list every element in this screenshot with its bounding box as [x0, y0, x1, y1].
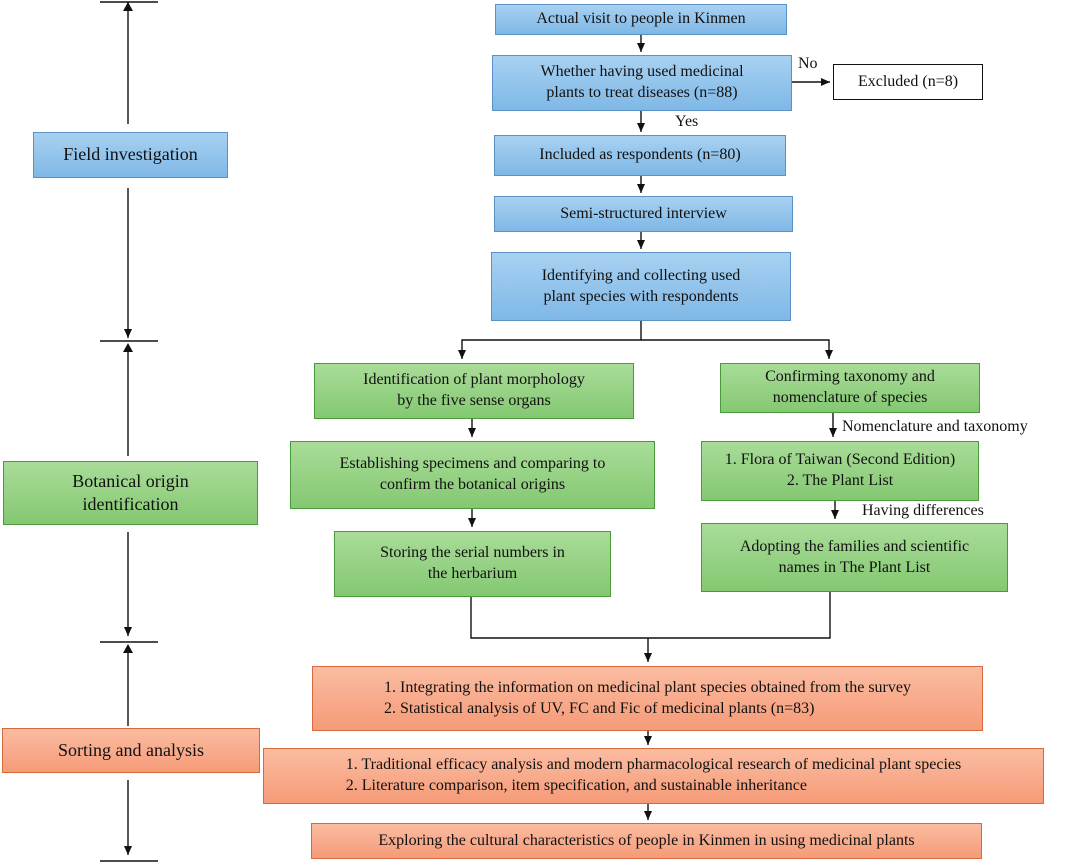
- step-integrating-text-1: 1. Integrating the information on medici…: [384, 678, 911, 696]
- step-traditional-inner: 1. Traditional efficacy analysis and mod…: [346, 755, 962, 797]
- step-morphology-text-2: by the five sense organs: [397, 392, 551, 409]
- step-specimens-text-2: confirm the botanical origins: [379, 476, 566, 493]
- step-integrating-statistical: 1. Integrating the information on medici…: [312, 666, 983, 731]
- step-identifying-text-1: Identifying and collecting used: [541, 266, 741, 284]
- step-confirming-taxonomy: Confirming taxonomy and nomenclature of …: [720, 363, 980, 413]
- label-nomenclature-taxonomy: Nomenclature and taxonomy: [842, 418, 1028, 435]
- step-identifying-text-2: plant species with respondents: [543, 287, 739, 305]
- stage-botanical-label-2: identification: [82, 494, 179, 514]
- label-having-differences: Having differences: [862, 502, 984, 519]
- step-excluded-text: Excluded (n=8): [857, 72, 959, 90]
- step-storing-text-1: Storing the serial numbers in: [380, 544, 565, 562]
- step-traditional-text-2: 2. Literature comparison, item specifica…: [345, 777, 807, 794]
- stage-field-investigation: Field investigation: [33, 132, 228, 178]
- step-morphology-text-1: Identification of plant morphology: [363, 371, 585, 389]
- step-specimens-text-1: Establishing specimens and comparing to: [339, 455, 606, 473]
- step-establishing-specimens: Establishing specimens and comparing to …: [290, 441, 655, 509]
- step-adopting-text-1: Adopting the families and scientific: [739, 537, 970, 555]
- stage-field-label: Field investigation: [63, 144, 198, 165]
- step-included: Included as respondents (n=80): [494, 135, 786, 176]
- step-exploring-text: Exploring the cultural characteristics o…: [378, 831, 915, 849]
- step-semi-structured-interview: Semi-structured interview: [494, 196, 793, 232]
- step-exploring-cultural: Exploring the cultural characteristics o…: [311, 823, 982, 859]
- step-flora-text-1: 1. Flora of Taiwan (Second Edition): [724, 451, 956, 469]
- step-whether-text-1: Whether having used medicinal: [540, 63, 744, 81]
- step-actual-visit-text: Actual visit to people in Kinmen: [536, 10, 746, 28]
- step-interview-text: Semi-structured interview: [560, 204, 727, 222]
- stage-botanical-origin: Botanical origin identification: [3, 461, 258, 525]
- step-confirming-text-2: nomenclature of species: [772, 389, 928, 406]
- step-storing-text-2: the herbarium: [427, 565, 518, 582]
- step-flora-plant-list: 1. Flora of Taiwan (Second Edition) 2. T…: [701, 441, 979, 501]
- stage-sorting-analysis: Sorting and analysis: [2, 728, 260, 773]
- step-flora-text-2: 2. The Plant List: [786, 472, 894, 489]
- step-included-text: Included as respondents (n=80): [539, 146, 741, 164]
- step-plant-morphology: Identification of plant morphology by th…: [314, 363, 634, 419]
- step-whether-text-2: plants to treat diseases (n=88): [546, 84, 738, 101]
- step-whether-used: Whether having used medicinal plants to …: [492, 55, 792, 111]
- stage-sorting-label: Sorting and analysis: [58, 739, 204, 760]
- step-actual-visit: Actual visit to people in Kinmen: [495, 4, 787, 35]
- step-adopting-text-2: names in The Plant List: [778, 558, 931, 576]
- step-adopting-families: Adopting the families and scientific nam…: [701, 523, 1008, 592]
- step-traditional-efficacy: 1. Traditional efficacy analysis and mod…: [263, 748, 1044, 804]
- step-integrating-inner: 1. Integrating the information on medici…: [384, 678, 911, 720]
- step-traditional-text-1: 1. Traditional efficacy analysis and mod…: [345, 756, 962, 774]
- arrow-identifying-morphology: [458, 321, 642, 359]
- merge-line: [470, 592, 831, 639]
- label-yes: Yes: [675, 113, 699, 130]
- step-storing-serial: Storing the serial numbers in the herbar…: [334, 531, 611, 597]
- stage-botanical-label-1: Botanical origin: [72, 470, 189, 491]
- step-excluded: Excluded (n=8): [833, 64, 983, 100]
- step-integrating-text-2: 2. Statistical analysis of UV, FC and Fi…: [384, 699, 815, 717]
- step-confirming-text-1: Confirming taxonomy and: [765, 368, 935, 386]
- arrow-identifying-confirming: [641, 339, 833, 359]
- label-no: No: [798, 55, 818, 72]
- step-identifying-collecting: Identifying and collecting used plant sp…: [491, 252, 791, 321]
